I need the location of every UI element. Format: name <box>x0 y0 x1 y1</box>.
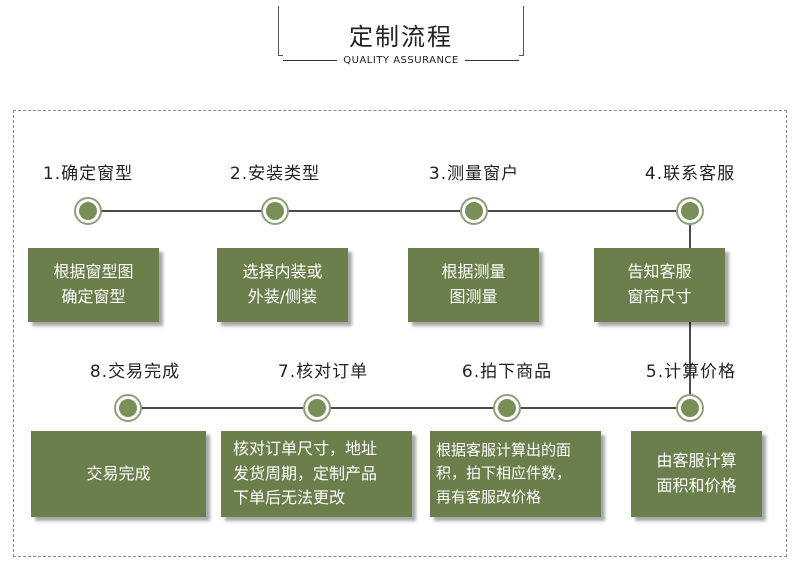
step-label-4: 4.联系客服 <box>644 164 736 184</box>
title-frame: 定制流程 <box>278 6 524 56</box>
step-label-8: 8.交易完成 <box>89 362 181 382</box>
page-subtitle: QUALITY ASSURANCE <box>343 54 459 66</box>
step-label-6: 6.拍下商品 <box>461 362 553 382</box>
node-dot <box>119 399 137 417</box>
step-label-3: 3.测量窗户 <box>428 164 520 184</box>
step-node-6 <box>493 394 521 422</box>
step-node-1 <box>74 197 102 225</box>
node-dot <box>498 399 516 417</box>
step-box-7: 核对订单尺寸，地址 发货周期，定制产品 下单后无法更改 <box>221 431 412 517</box>
step-box-2-text: 选择内装或 外装/侧装 <box>242 262 323 306</box>
node-dot <box>681 202 699 220</box>
page-title: 定制流程 <box>349 23 453 51</box>
node-dot <box>681 399 699 417</box>
step-box-5: 由客服计算 面积和价格 <box>631 431 762 517</box>
step-box-6-text: 根据客服计算出的面 积，拍下相应件数， 再有客服改价格 <box>436 441 572 506</box>
step-box-3-text: 根据测量 图测量 <box>441 262 506 306</box>
step-box-6: 根据客服计算出的面 积，拍下相应件数， 再有客服改价格 <box>430 431 601 517</box>
node-dot <box>465 202 483 220</box>
step-label-1: 1.确定窗型 <box>42 164 134 184</box>
step-label-2: 2.安装类型 <box>229 164 321 184</box>
step-node-8 <box>114 394 142 422</box>
top-flow-line <box>88 210 690 212</box>
step-box-4: 告知客服 窗帘尺寸 <box>594 248 725 322</box>
subtitle-row: QUALITY ASSURANCE <box>283 52 519 68</box>
step-box-4-text: 告知客服 窗帘尺寸 <box>627 262 692 306</box>
step-box-8-text: 交易完成 <box>86 463 151 483</box>
step-node-4 <box>676 197 704 225</box>
step-label-5: 5.计算价格 <box>645 362 737 382</box>
step-node-7 <box>303 394 331 422</box>
step-node-2 <box>261 197 289 225</box>
step-box-8: 交易完成 <box>31 431 206 517</box>
step-box-3: 根据测量 图测量 <box>408 248 539 322</box>
step-node-3 <box>460 197 488 225</box>
node-dot <box>266 202 284 220</box>
bottom-flow-line <box>128 407 690 409</box>
step-box-5-text: 由客服计算 面积和价格 <box>656 451 737 495</box>
step-box-2: 选择内装或 外装/侧装 <box>217 248 348 322</box>
subtitle-rule-right <box>464 59 519 61</box>
step-label-7: 7.核对订单 <box>277 362 369 382</box>
node-dot <box>79 202 97 220</box>
process-frame <box>13 110 787 557</box>
step-box-1: 根据窗型图 确定窗型 <box>28 248 159 322</box>
step-node-5 <box>676 394 704 422</box>
step-box-1-text: 根据窗型图 确定窗型 <box>53 262 134 306</box>
subtitle-rule-left <box>283 59 338 61</box>
step-box-7-text: 核对订单尺寸，地址 发货周期，定制产品 下单后无法更改 <box>233 438 378 508</box>
node-dot <box>308 399 326 417</box>
